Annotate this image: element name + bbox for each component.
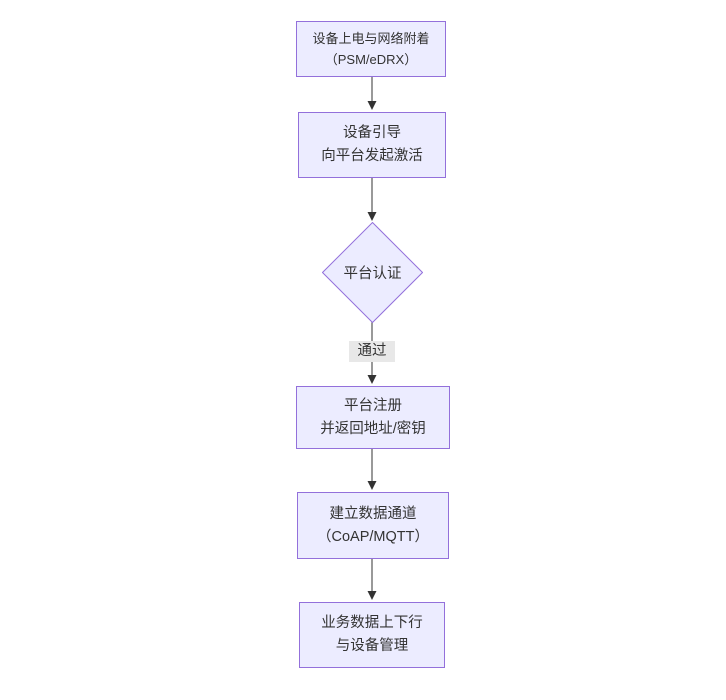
node-power-attach-line1: 设备上电与网络附着: [312, 31, 430, 46]
edge-power-to-bootstrap: [367, 77, 377, 110]
node-data-channel-line1: 建立数据通道: [329, 505, 417, 522]
arrowhead-icon: [367, 591, 377, 600]
node-platform-register: 平台注册 并返回地址/密钥: [296, 386, 450, 449]
node-data-channel-line2: （CoAP/MQTT）: [317, 528, 429, 545]
edge-channel-to-business: [367, 559, 377, 600]
node-data-channel: 建立数据通道 （CoAP/MQTT）: [297, 492, 449, 559]
edge-label-pass: 通过: [349, 341, 395, 362]
arrowhead-icon: [367, 212, 377, 221]
edge-register-to-channel: [367, 449, 377, 490]
node-power-attach-line2: （PSM/eDRX）: [324, 52, 418, 67]
node-business-mgmt-line1: 业务数据上下行: [321, 615, 423, 631]
arrowhead-icon: [367, 375, 377, 384]
node-business-mgmt: 业务数据上下行 与设备管理: [299, 602, 445, 668]
node-platform-auth-label: 平台认证: [343, 266, 402, 282]
node-bootstrap-line2: 向平台发起激活: [321, 148, 423, 164]
node-bootstrap: 设备引导 向平台发起激活: [298, 112, 446, 178]
node-platform-register-line2: 并返回地址/密钥: [320, 420, 426, 437]
node-bootstrap-line1: 设备引导: [343, 125, 401, 141]
arrowhead-icon: [367, 101, 377, 110]
edge-bootstrap-to-auth: [367, 178, 377, 221]
node-platform-auth-decision: 平台认证: [322, 222, 423, 323]
node-business-mgmt-line2: 与设备管理: [335, 638, 409, 654]
node-power-attach: 设备上电与网络附着 （PSM/eDRX）: [296, 21, 446, 77]
arrowhead-icon: [367, 481, 377, 490]
diamond-shape-icon: [322, 222, 423, 323]
node-platform-register-line1: 平台注册: [344, 397, 402, 414]
